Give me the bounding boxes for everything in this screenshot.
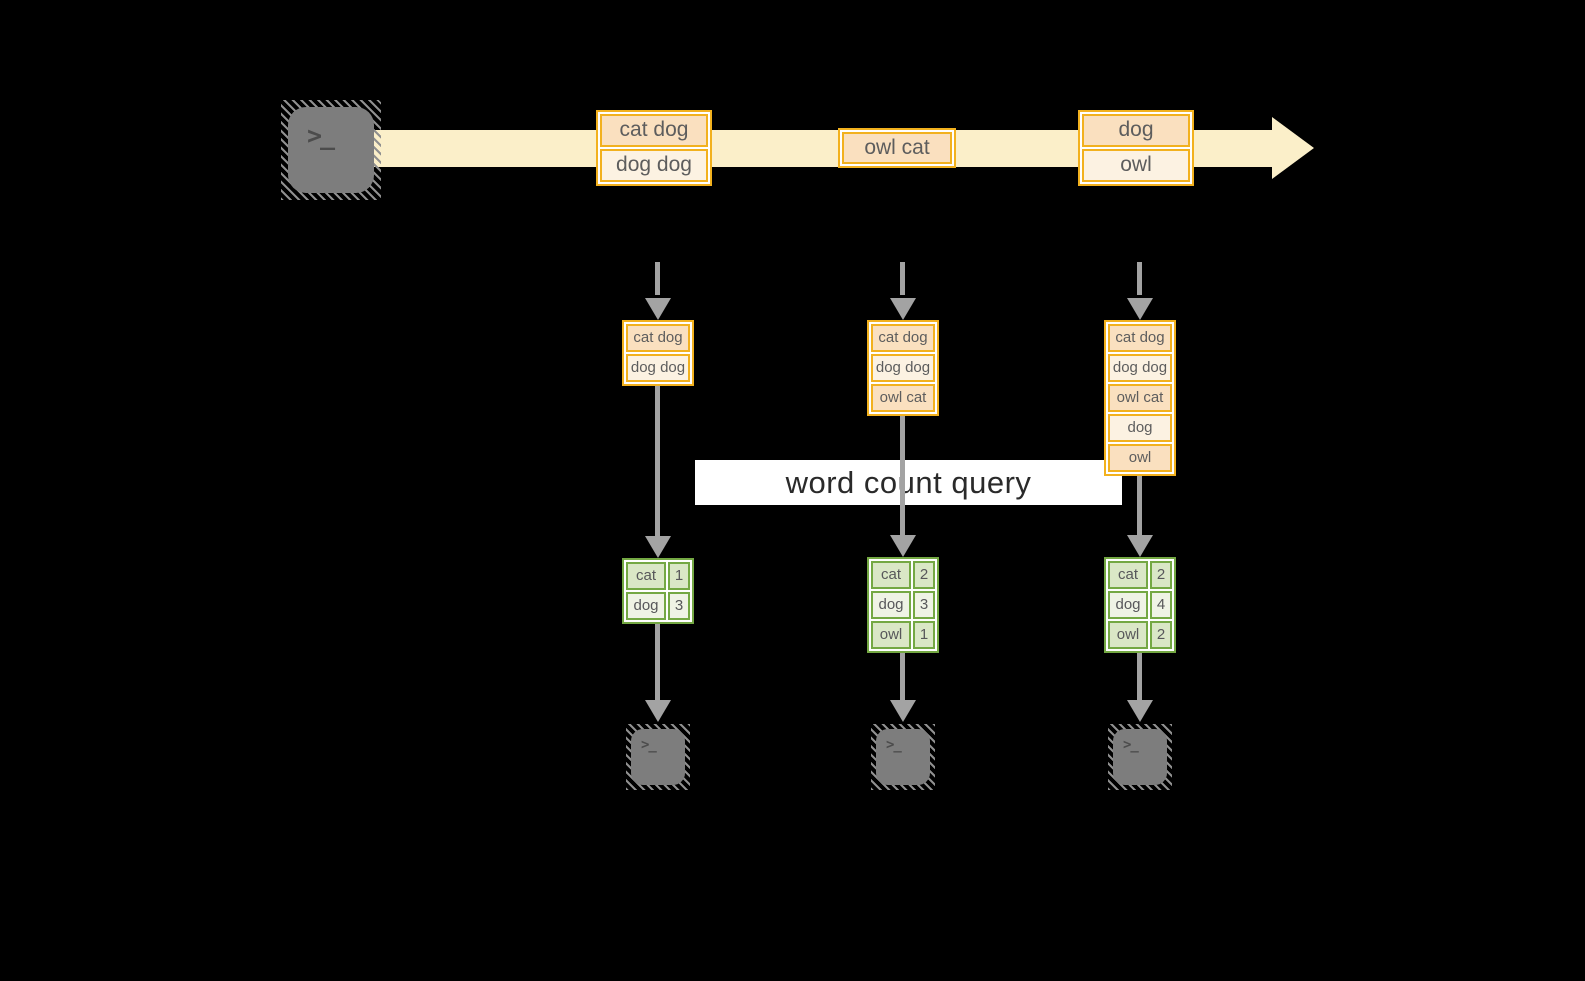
wordcount-table-1: cat 1 dog 3: [622, 558, 694, 624]
table-word-cell: owl: [871, 621, 911, 649]
dashed-arrow-shaft: [1137, 262, 1142, 295]
table-word-cell: owl: [1108, 621, 1148, 649]
source-terminal-icon: >_: [281, 100, 381, 200]
dashed-arrow-head-icon: [645, 298, 671, 320]
table-row: dog 4: [1108, 591, 1172, 619]
sink-terminal-icon: >_: [871, 724, 935, 790]
query-label-box: word count query: [695, 460, 1122, 505]
table-word-cell: cat: [871, 561, 911, 589]
arrow-head-icon: [645, 536, 671, 558]
arrow-shaft: [655, 386, 660, 536]
table-word-cell: cat: [1108, 561, 1148, 589]
table-row: cat 1: [626, 562, 690, 590]
arrow-head-icon: [645, 700, 671, 722]
terminal-prompt-glyph: >_: [886, 737, 902, 753]
arrow-shaft: [1137, 653, 1142, 700]
wordcount-table-2: cat 2 dog 3 owl 1: [867, 557, 939, 653]
batch-cell: cat dog: [600, 114, 708, 147]
stack-cell: cat dog: [626, 324, 690, 352]
stack-cell: dog dog: [626, 354, 690, 382]
stream-batch-1: cat dog dog dog: [596, 110, 712, 186]
arrow-shaft: [655, 624, 660, 700]
sink-terminal-icon: >_: [626, 724, 690, 790]
stack-cell: dog dog: [1108, 354, 1172, 382]
table-count-cell: 2: [913, 561, 935, 589]
stack-cell: dog: [1108, 414, 1172, 442]
table-row: cat 2: [871, 561, 935, 589]
stack-cell: cat dog: [1108, 324, 1172, 352]
table-count-cell: 1: [913, 621, 935, 649]
terminal-screen: >_: [1113, 729, 1167, 785]
stack-cell: owl cat: [1108, 384, 1172, 412]
arrow-head-icon: [890, 535, 916, 557]
stack-cell: owl: [1108, 444, 1172, 472]
arrow-head-icon: [1127, 535, 1153, 557]
terminal-screen: >_: [631, 729, 685, 785]
microbatch-stack-3: cat dog dog dog owl cat dog owl: [1104, 320, 1176, 476]
terminal-screen: >_: [288, 107, 374, 193]
table-count-cell: 2: [1150, 561, 1172, 589]
stream-arrowhead-icon: [1272, 117, 1314, 179]
arrow-shaft: [900, 416, 905, 535]
arrow-shaft: [900, 653, 905, 700]
terminal-prompt-glyph: >_: [307, 121, 335, 150]
stack-cell: owl cat: [871, 384, 935, 412]
terminal-screen: >_: [876, 729, 930, 785]
sink-terminal-icon: >_: [1108, 724, 1172, 790]
table-count-cell: 3: [913, 591, 935, 619]
table-word-cell: dog: [1108, 591, 1148, 619]
table-word-cell: dog: [626, 592, 666, 620]
stack-cell: dog dog: [871, 354, 935, 382]
table-row: owl 2: [1108, 621, 1172, 649]
table-row: dog 3: [871, 591, 935, 619]
dashed-arrow-head-icon: [890, 298, 916, 320]
dashed-arrow-shaft: [900, 262, 905, 295]
table-row: owl 1: [871, 621, 935, 649]
table-word-cell: dog: [871, 591, 911, 619]
stack-cell: cat dog: [871, 324, 935, 352]
microbatch-stack-2: cat dog dog dog owl cat: [867, 320, 939, 416]
table-row: dog 3: [626, 592, 690, 620]
table-count-cell: 4: [1150, 591, 1172, 619]
table-word-cell: cat: [626, 562, 666, 590]
query-label: word count query: [785, 465, 1032, 500]
terminal-prompt-glyph: >_: [641, 737, 657, 753]
wordcount-table-3: cat 2 dog 4 owl 2: [1104, 557, 1176, 653]
batch-cell: owl: [1082, 149, 1190, 182]
table-row: cat 2: [1108, 561, 1172, 589]
table-count-cell: 1: [668, 562, 690, 590]
dashed-arrow-shaft: [655, 262, 660, 295]
dashed-arrow-head-icon: [1127, 298, 1153, 320]
microbatch-stack-1: cat dog dog dog: [622, 320, 694, 386]
arrow-head-icon: [1127, 700, 1153, 722]
arrow-shaft: [1137, 476, 1142, 535]
batch-cell: owl cat: [842, 132, 952, 164]
table-count-cell: 2: [1150, 621, 1172, 649]
terminal-prompt-glyph: >_: [1123, 737, 1139, 753]
batch-cell: dog dog: [600, 149, 708, 182]
batch-cell: dog: [1082, 114, 1190, 147]
table-count-cell: 3: [668, 592, 690, 620]
stream-batch-2: owl cat: [838, 128, 956, 168]
arrow-head-icon: [890, 700, 916, 722]
stream-batch-3: dog owl: [1078, 110, 1194, 186]
